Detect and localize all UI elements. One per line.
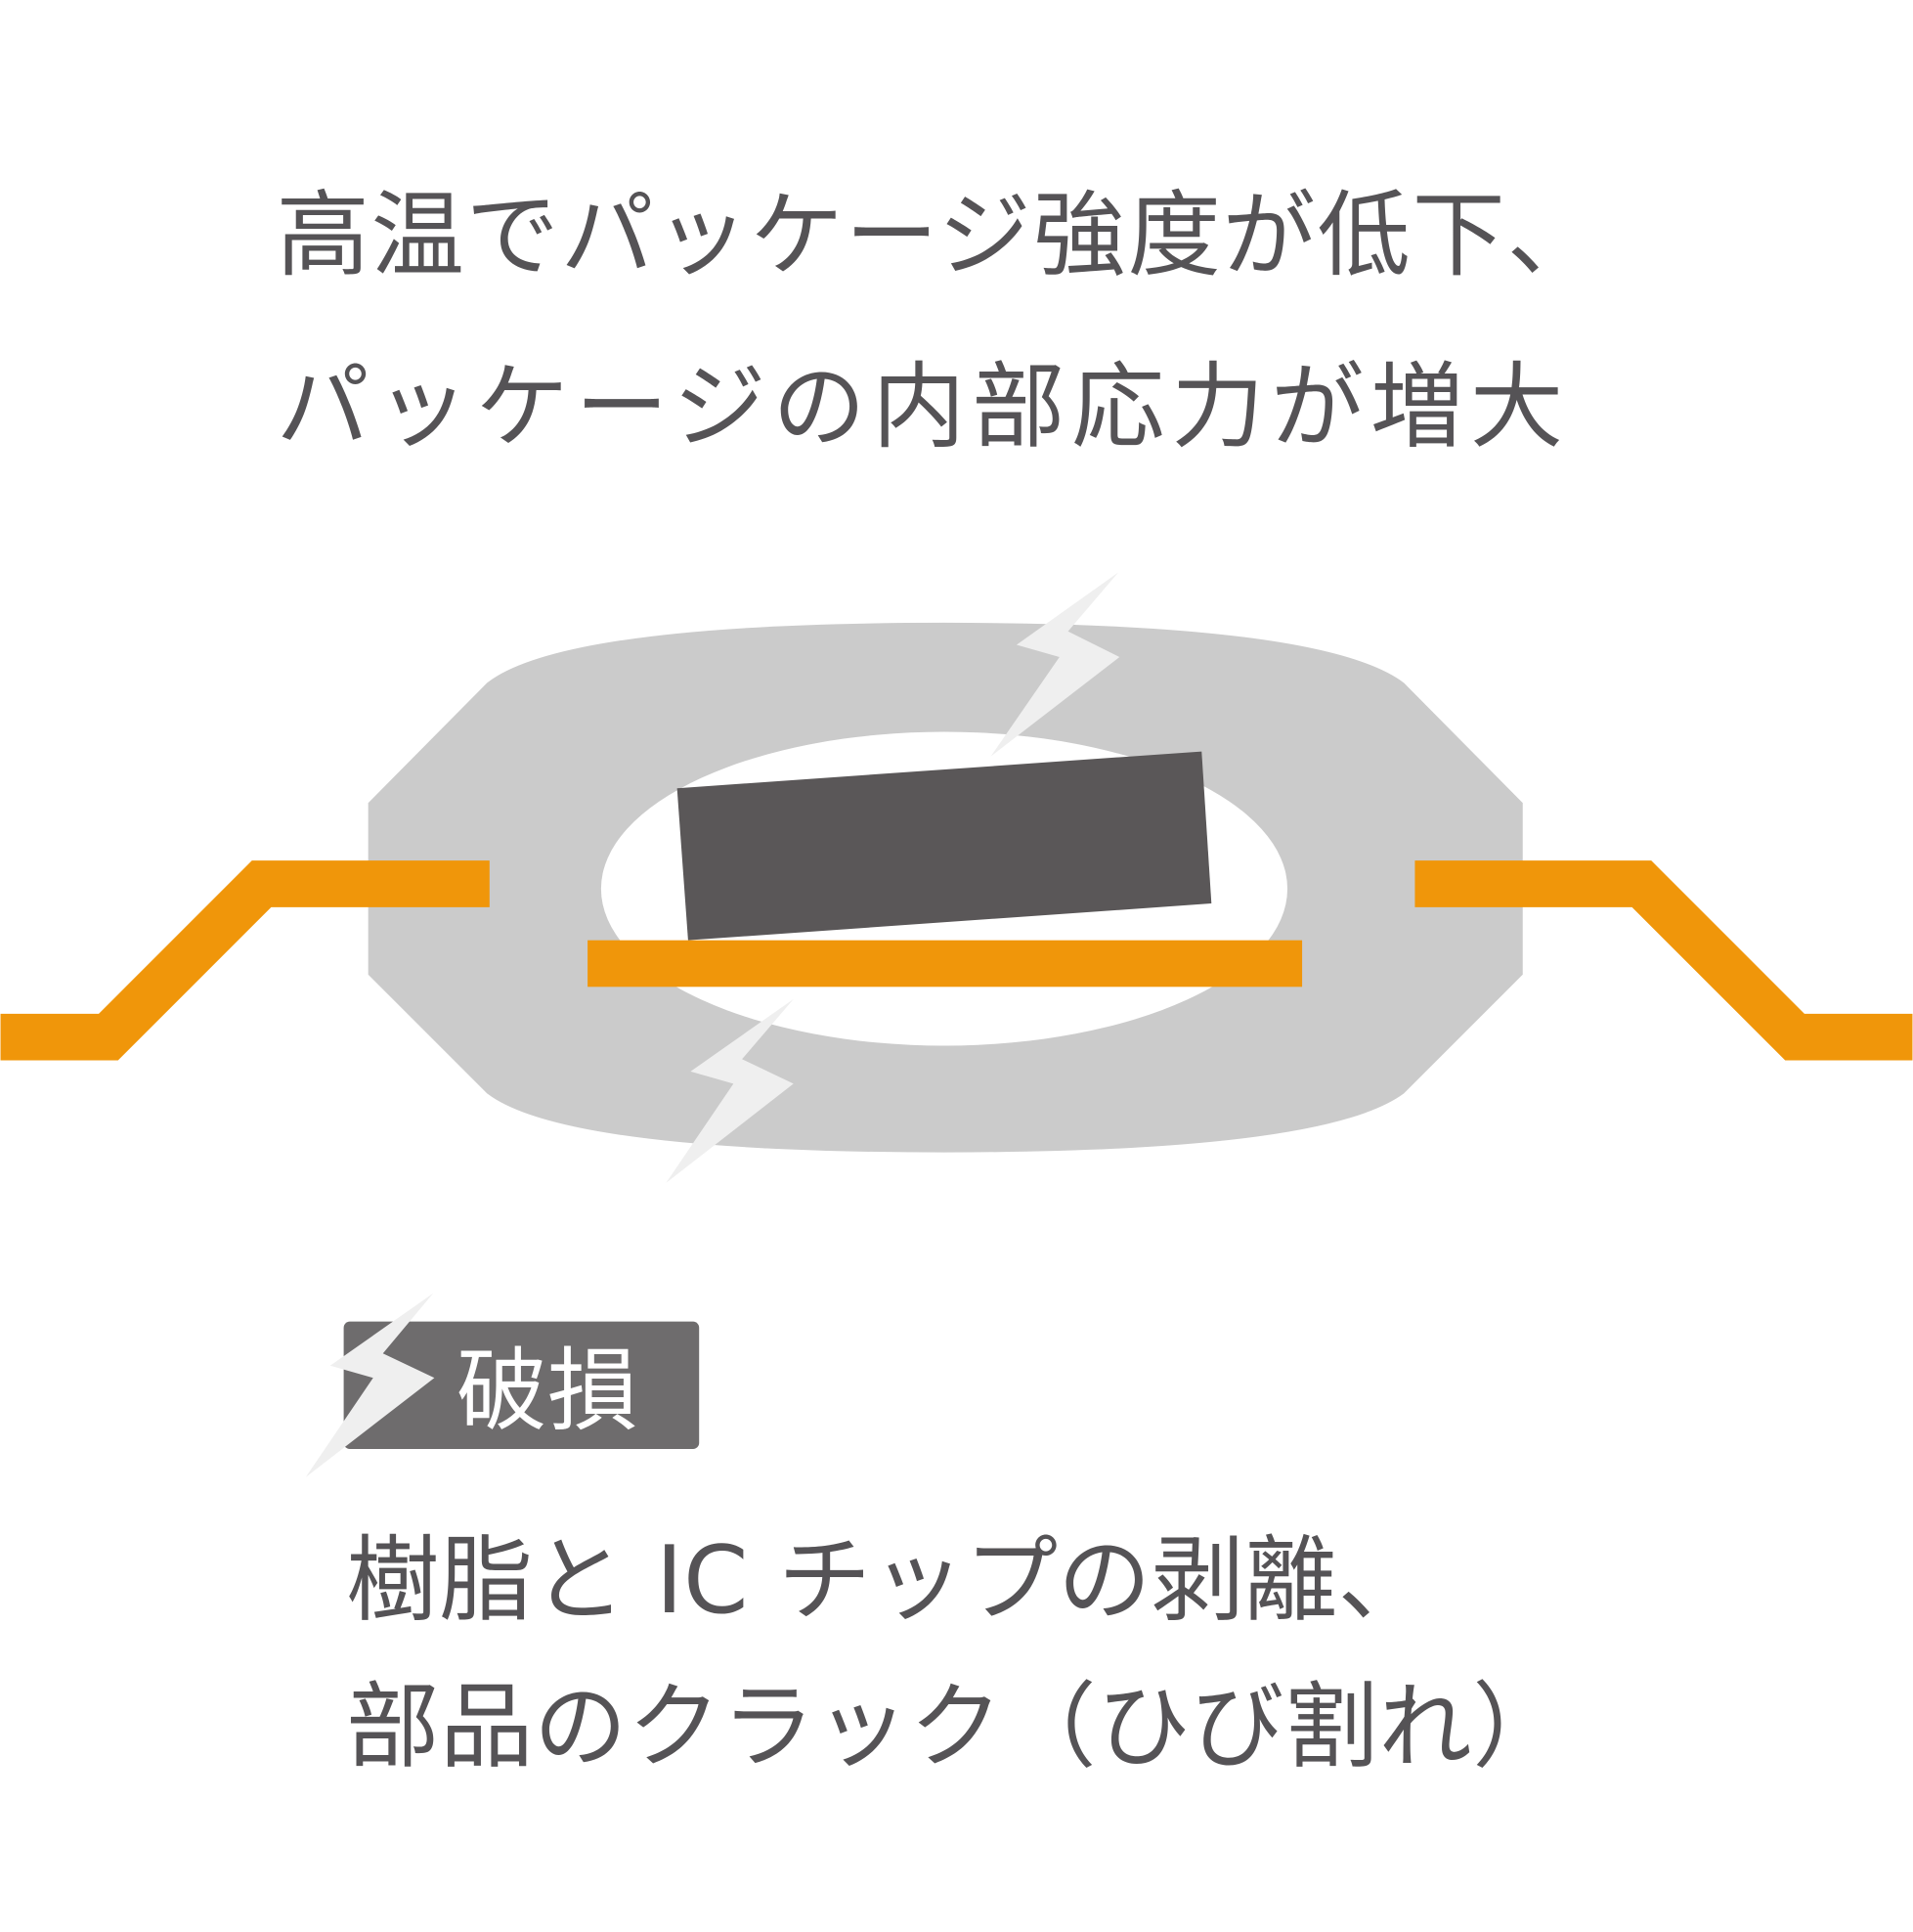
heading-line-1: 高温でパッケージ強度が低下、 [277, 182, 1600, 289]
heading-line-2: パッケージの内部応力が増大 [277, 354, 1563, 461]
result-line-2: 部品のクラック（ひび割れ） [346, 1674, 1566, 1781]
damage-badge: 破損 [305, 1293, 700, 1477]
result-line-1: 樹脂と IC チップの剥離、 [346, 1527, 1431, 1635]
badge-background [343, 1321, 700, 1449]
badge-label: 破損 [457, 1338, 638, 1443]
ic-chip [676, 751, 1212, 941]
ic-package [0, 572, 1913, 1183]
left-lead [0, 860, 490, 1061]
crack-lightning-icon [990, 572, 1120, 757]
lightning-icon [305, 1293, 435, 1477]
die-pad [587, 940, 1303, 988]
crack-lightning-icon [666, 998, 794, 1183]
right-lead [1414, 860, 1913, 1061]
